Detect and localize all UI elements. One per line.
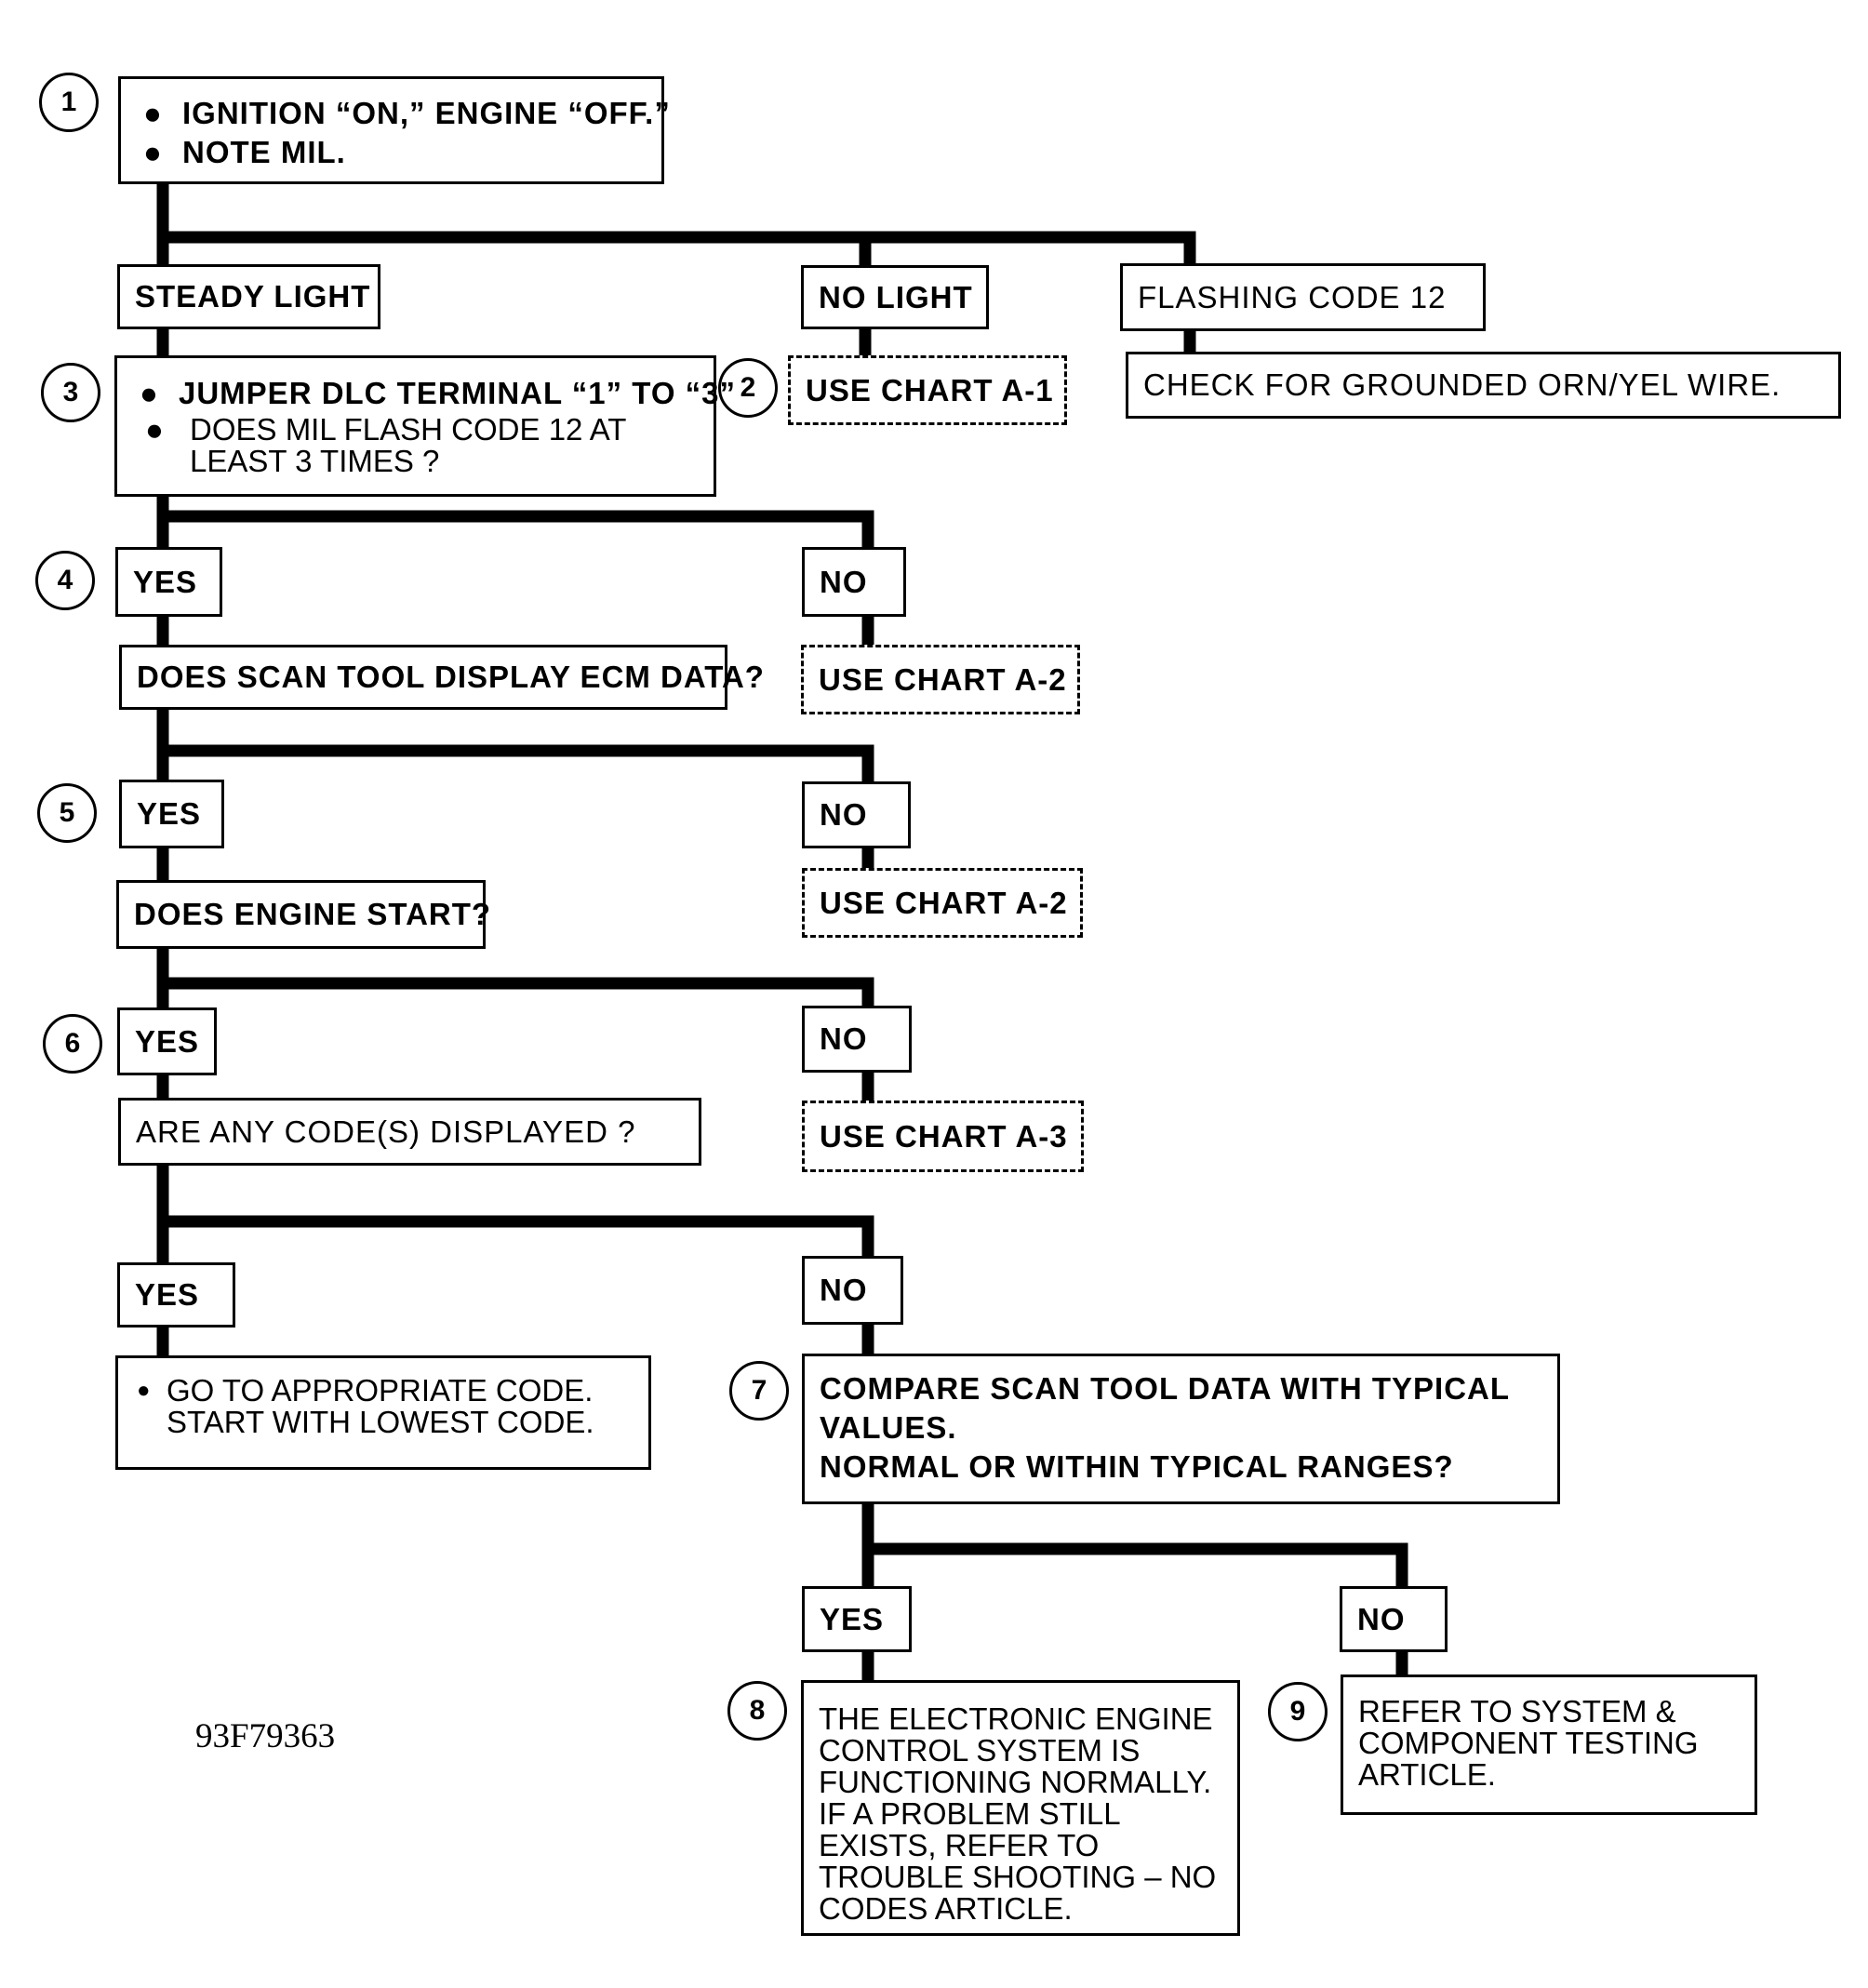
step7-line-1: COMPARE SCAN TOOL DATA WITH TYPICAL <box>820 1371 1511 1406</box>
yes-box-codes: YES <box>117 1262 235 1328</box>
step9-line-3: ARTICLE. <box>1358 1757 1496 1792</box>
use-chart-a3-label: USE CHART A-3 <box>820 1118 1068 1154</box>
step8-line-2: CONTROL SYSTEM IS <box>819 1733 1141 1768</box>
yes-label-7: YES <box>820 1601 885 1636</box>
connector-bus5 <box>157 1215 874 1256</box>
step8-line-5: EXISTS, REFER TO <box>819 1828 1100 1862</box>
connector-bus4 <box>157 977 874 1009</box>
use-chart-a2-box-1: USE CHART A-2 <box>801 645 1080 714</box>
use-chart-a2-label-2: USE CHART A-2 <box>820 885 1068 920</box>
yes-label-6: YES <box>135 1023 200 1059</box>
step1-bullet-2: NOTE MIL. <box>182 135 346 169</box>
yes-box-7: YES <box>802 1586 912 1652</box>
scan-tool-question: DOES SCAN TOOL DISPLAY ECM DATA? <box>137 660 765 694</box>
step3-bullet-1: JUMPER DLC TERMINAL “1” TO “3” <box>179 376 737 410</box>
step-number-5: 5 <box>37 783 97 843</box>
step7-line-2: VALUES. <box>820 1410 957 1445</box>
check-wire-label: CHECK FOR GROUNDED ORN/YEL WIRE. <box>1143 367 1781 402</box>
use-chart-a3-box: USE CHART A-3 <box>802 1101 1084 1172</box>
go-to-code-line-1: GO TO APPROPRIATE CODE. <box>167 1373 594 1408</box>
no-box-codes: NO <box>802 1256 903 1325</box>
step3-bullet-2: DOES MIL FLASH CODE 12 AT <box>190 412 627 447</box>
connector-bus3 <box>157 744 874 781</box>
yes-box-4: YES <box>115 547 222 617</box>
step1-box: ●IGNITION “ON,” ENGINE “OFF.” ●NOTE MIL. <box>118 76 670 184</box>
step-number-1: 1 <box>39 73 99 132</box>
step9-line-2: COMPONENT TESTING <box>1358 1726 1699 1760</box>
step8-line-1: THE ELECTRONIC ENGINE <box>819 1701 1213 1736</box>
use-chart-a1-box: USE CHART A-1 <box>788 355 1067 425</box>
yes-label-5: YES <box>137 796 202 831</box>
figure-id: 93F79363 <box>195 1717 336 1755</box>
no-box-5: NO <box>802 781 911 848</box>
step-number-6: 6 <box>43 1014 102 1074</box>
go-to-code-line-2: START WITH LOWEST CODE. <box>167 1405 594 1439</box>
go-to-code-box: ●GO TO APPROPRIATE CODE. START WITH LOWE… <box>115 1355 651 1470</box>
step-number-8: 8 <box>727 1681 787 1741</box>
connector-bus2 <box>157 510 874 547</box>
step7-line-3: NORMAL OR WITHIN TYPICAL RANGES? <box>820 1449 1454 1484</box>
use-chart-a2-box-2: USE CHART A-2 <box>802 868 1083 938</box>
step8-line-7: CODES ARTICLE. <box>819 1891 1073 1926</box>
no-box-6: NO <box>802 1006 912 1073</box>
check-wire-box: CHECK FOR GROUNDED ORN/YEL WIRE. <box>1126 352 1841 419</box>
yes-label-codes: YES <box>135 1277 200 1312</box>
step9-box: REFER TO SYSTEM & COMPONENT TESTING ARTI… <box>1341 1674 1757 1815</box>
step-number-2: 2 <box>718 358 778 418</box>
yes-box-5: YES <box>119 780 224 848</box>
no-label-codes: NO <box>820 1273 868 1307</box>
step-number-7: 7 <box>729 1361 789 1421</box>
codes-question: ARE ANY CODE(S) DISPLAYED ? <box>136 1114 636 1149</box>
connector-bus6 <box>862 1542 1408 1586</box>
no-label-6: NO <box>820 1021 868 1056</box>
no-label-5: NO <box>820 797 868 832</box>
steady-light-box: STEADY LIGHT <box>117 264 380 329</box>
yes-box-6: YES <box>117 1007 217 1075</box>
step3-box: ●JUMPER DLC TERMINAL “1” TO “3” ●DOES MI… <box>114 355 735 497</box>
step1-bullet-1: IGNITION “ON,” ENGINE “OFF.” <box>182 96 671 130</box>
engine-start-question: DOES ENGINE START? <box>134 897 492 931</box>
no-label-4: NO <box>820 564 868 599</box>
no-box-4: NO <box>802 547 906 617</box>
no-light-box: NO LIGHT <box>801 265 989 329</box>
codes-box: ARE ANY CODE(S) DISPLAYED ? <box>118 1098 701 1166</box>
no-label-7: NO <box>1357 1601 1406 1636</box>
no-box-7: NO <box>1340 1586 1448 1652</box>
use-chart-a2-label-1: USE CHART A-2 <box>819 661 1067 697</box>
step7-box: COMPARE SCAN TOOL DATA WITH TYPICAL VALU… <box>802 1354 1560 1504</box>
connector-bus1 <box>157 231 1196 265</box>
flashing-code-label: FLASHING CODE 12 <box>1138 279 1447 314</box>
step8-line-3: FUNCTIONING NORMALLY. <box>819 1765 1212 1799</box>
step-number-3: 3 <box>41 363 100 422</box>
step8-line-6: TROUBLE SHOOTING – NO <box>819 1860 1217 1894</box>
engine-start-box: DOES ENGINE START? <box>116 880 490 949</box>
step8-box: THE ELECTRONIC ENGINE CONTROL SYSTEM IS … <box>801 1680 1240 1936</box>
scan-tool-box: DOES SCAN TOOL DISPLAY ECM DATA? <box>119 645 764 710</box>
step3-bullet-2-cont: LEAST 3 TIMES ? <box>190 444 440 478</box>
step9-line-1: REFER TO SYSTEM & <box>1358 1694 1676 1728</box>
step-number-9: 9 <box>1268 1682 1328 1741</box>
no-light-label: NO LIGHT <box>819 279 973 314</box>
flashing-code-box: FLASHING CODE 12 <box>1120 263 1486 331</box>
step-number-4: 4 <box>35 551 95 610</box>
steady-light-label: STEADY LIGHT <box>135 279 371 314</box>
yes-label-4: YES <box>133 564 198 599</box>
use-chart-a1-label: USE CHART A-1 <box>806 372 1054 407</box>
step8-line-4: IF A PROBLEM STILL <box>819 1796 1121 1831</box>
